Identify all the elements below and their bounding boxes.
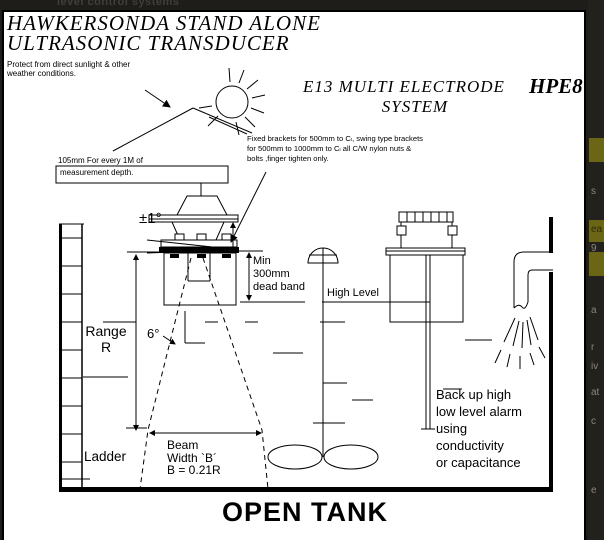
text-fragment: s: [591, 186, 596, 197]
text-fragment: 9: [591, 243, 597, 254]
dead-band-label: Min 300mm dead band: [253, 255, 305, 293]
sun-shade-canopy: [112, 89, 253, 152]
tank-wall-right: [549, 217, 553, 490]
depth-note-line1: 105mm For every 1M of: [58, 156, 143, 165]
inlet-pipe: [494, 251, 553, 369]
text-fragment: ea: [591, 224, 603, 235]
electrode-assembly: [385, 211, 466, 430]
tank-outline: [59, 223, 553, 492]
high-level-label: High Level: [327, 287, 379, 299]
system-heading-sub: SYSTEM: [381, 97, 449, 116]
backup-alarm-note: Back up high low level alarm using condu…: [436, 387, 522, 470]
top-bar-text: level control systems: [57, 0, 180, 8]
text-fragment: c: [591, 416, 596, 427]
beam-angle-lines: [162, 311, 205, 345]
range-label: Range R: [85, 323, 127, 355]
page-fragment-block: [589, 138, 604, 162]
text-fragment: a: [591, 305, 597, 316]
inflow-spray: [494, 316, 546, 369]
text-fragment: e: [591, 485, 597, 496]
tank-type-label: OPEN TANK: [221, 497, 388, 527]
beam-angle-label: 6°: [147, 326, 160, 341]
ladder-label: Ladder: [84, 449, 127, 464]
bracket-note-leader: [230, 171, 267, 243]
transducer-assembly: [148, 195, 239, 306]
beam-lines: [139, 257, 269, 490]
system-heading-main: E13 MULTI ELECTRODE: [303, 77, 505, 96]
page-fragment-block: [589, 252, 604, 276]
ladder-graphic: [59, 223, 90, 487]
sun-icon: [198, 67, 266, 136]
browser-right-strip: s ea 9 a r iv at c e: [588, 0, 604, 540]
range-dimension: [83, 251, 163, 431]
page-fragment-block: [589, 220, 604, 242]
dead-band-dimension: [236, 250, 263, 301]
text-fragment: iv: [591, 361, 599, 372]
bracket-note: Fixed brackets for 500mm to Cₗ, swing ty…: [247, 134, 423, 163]
browser-top-bar: level control systems: [0, 0, 604, 10]
page-title-line2: ULTRASONIC TRANSDUCER: [7, 31, 290, 55]
depth-note-box: [55, 165, 229, 196]
text-fragment: at: [591, 387, 600, 398]
page-title-line1: HAWKERSONDA STAND ALONE: [7, 11, 321, 35]
protect-note: Protect from direct sunlight & other wea…: [7, 60, 131, 78]
text-fragment: r: [591, 342, 595, 353]
tilt-tolerance-label: ±1°: [139, 210, 162, 227]
beam-width-label: Beam Width `B´ B = 0.21R: [167, 438, 221, 477]
system-heading-model: HPE8: [529, 74, 583, 98]
depth-note-line2: measurement depth.: [60, 168, 134, 177]
mixer-agitator: [267, 247, 379, 470]
liquid-level-lines: [205, 301, 492, 424]
